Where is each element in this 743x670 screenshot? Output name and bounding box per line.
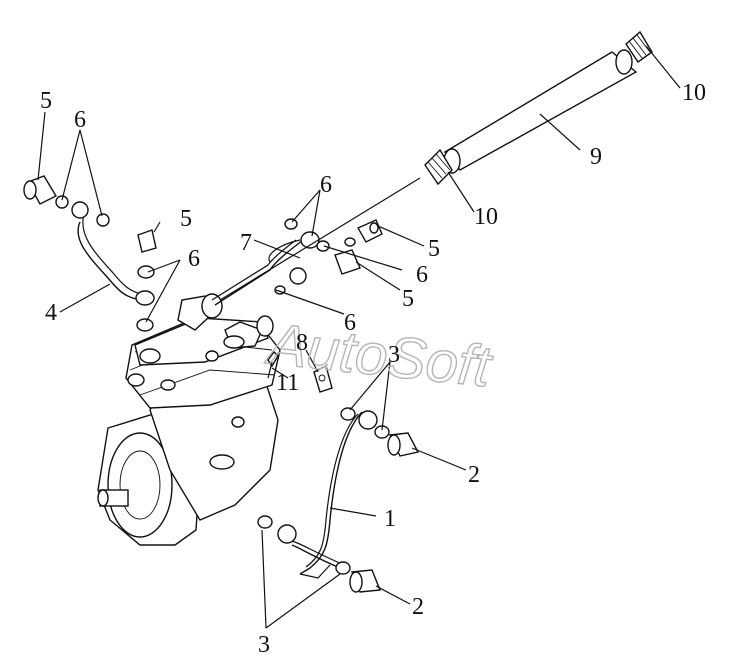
callout-5: 5 (40, 88, 52, 114)
callout-8: 8 (296, 330, 308, 356)
callout-6: 6 (188, 246, 200, 272)
callout-5: 5 (180, 206, 192, 232)
fittings-5-upper (334, 219, 383, 275)
callout-1: 1 (384, 506, 396, 532)
callout-9: 9 (590, 144, 602, 170)
callout-6: 6 (74, 107, 86, 133)
callout-5: 5 (428, 236, 440, 262)
callout-5: 5 (402, 286, 414, 312)
sleeves-10 (424, 30, 653, 186)
hose-9 (219, 49, 638, 301)
bracket-8 (313, 364, 333, 393)
callout-3: 3 (258, 632, 270, 658)
leader-lines (37, 45, 681, 629)
callout-3: 3 (388, 342, 400, 368)
callout-6: 6 (344, 310, 356, 336)
callout-labels: 5 6 5 6 4 7 6 5 6 5 6 8 11 3 2 1 2 3 9 1… (40, 80, 706, 658)
callout-10: 10 (474, 204, 498, 230)
bolt-11 (267, 350, 279, 379)
callout-4: 4 (45, 300, 57, 326)
fitting-stack-center (136, 229, 157, 332)
pipe-1 (291, 411, 363, 579)
washers-6-upper (274, 218, 356, 295)
callout-2: 2 (468, 462, 480, 488)
callout-6: 6 (320, 172, 332, 198)
compressor-assembly (97, 293, 281, 546)
washers-3 (257, 407, 390, 575)
banjo-bolts-2 (349, 432, 420, 593)
callout-7: 7 (240, 230, 252, 256)
pipe-4 (23, 175, 155, 306)
callout-2: 2 (412, 594, 424, 620)
callout-10: 10 (682, 80, 706, 106)
callout-6: 6 (416, 262, 428, 288)
callout-11: 11 (276, 370, 299, 396)
